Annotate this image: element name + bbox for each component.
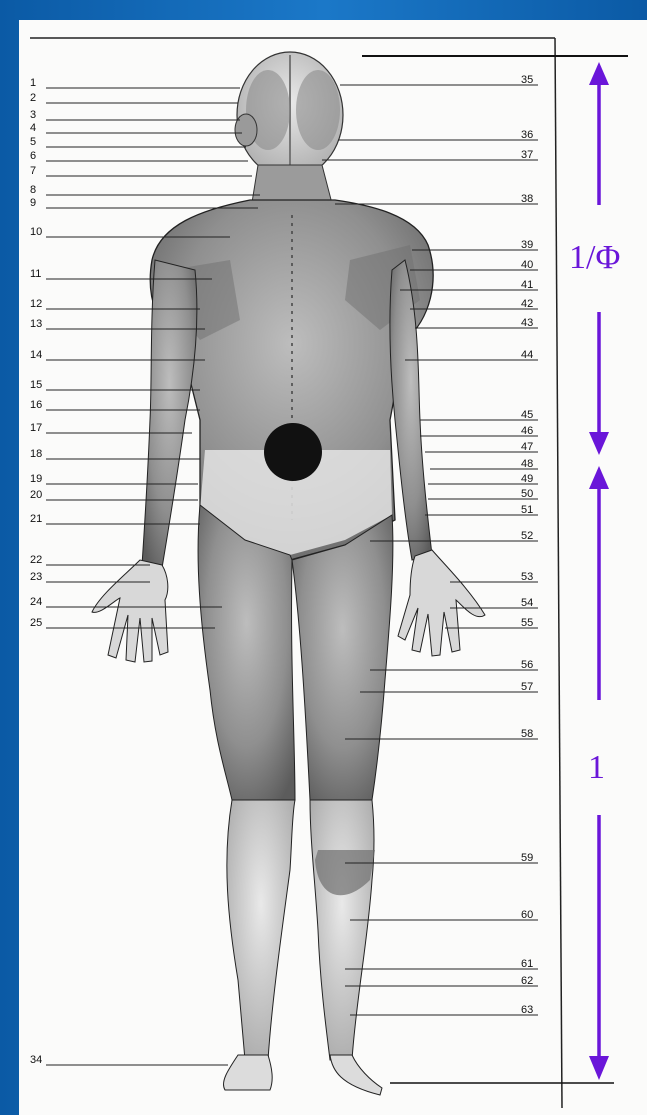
sheet-right-border xyxy=(555,38,562,1108)
label-61: 61 xyxy=(521,958,533,970)
label-38: 38 xyxy=(521,193,533,205)
label-8: 8 xyxy=(30,184,36,196)
label-1: 1 xyxy=(30,77,36,89)
label-25: 25 xyxy=(30,617,42,629)
label-54: 54 xyxy=(521,597,533,609)
golden-ratio-annotation: 1/Φ 1 xyxy=(569,62,620,1080)
label-57: 57 xyxy=(521,681,533,693)
label-62: 62 xyxy=(521,975,533,987)
upper-arrow-up-head xyxy=(589,62,609,85)
upper-arrow-down-head xyxy=(589,432,609,455)
label-45: 45 xyxy=(521,409,533,421)
label-6: 6 xyxy=(30,150,36,162)
label-14: 14 xyxy=(30,349,42,361)
label-58: 58 xyxy=(521,728,533,740)
label-49: 49 xyxy=(521,473,533,485)
label-24: 24 xyxy=(30,596,42,608)
label-40: 40 xyxy=(521,259,533,271)
label-43: 43 xyxy=(521,317,533,329)
label-44: 44 xyxy=(521,349,533,361)
label-53: 53 xyxy=(521,571,533,583)
lower-arrow-down-head xyxy=(589,1056,609,1080)
label-46: 46 xyxy=(521,425,533,437)
label-59: 59 xyxy=(521,852,533,864)
label-13: 13 xyxy=(30,318,42,330)
label-36: 36 xyxy=(521,129,533,141)
label-60: 60 xyxy=(521,909,533,921)
label-34: 34 xyxy=(30,1054,42,1066)
label-39: 39 xyxy=(521,239,533,251)
navel-height-dot xyxy=(264,423,322,481)
label-51: 51 xyxy=(521,504,533,516)
label-47: 47 xyxy=(521,441,533,453)
ratio-upper-label: 1/Φ xyxy=(569,239,620,276)
label-18: 18 xyxy=(30,448,42,460)
label-23: 23 xyxy=(30,571,42,583)
label-35: 35 xyxy=(521,74,533,86)
label-42: 42 xyxy=(521,298,533,310)
label-12: 12 xyxy=(30,298,42,310)
label-22: 22 xyxy=(30,554,42,566)
label-3: 3 xyxy=(30,109,36,121)
label-11: 11 xyxy=(30,268,41,280)
label-50: 50 xyxy=(521,488,533,500)
label-52: 52 xyxy=(521,530,533,542)
label-5: 5 xyxy=(30,136,36,148)
label-41: 41 xyxy=(521,279,533,291)
label-17: 17 xyxy=(30,422,42,434)
label-19: 19 xyxy=(30,473,42,485)
label-63: 63 xyxy=(521,1004,533,1016)
label-21: 21 xyxy=(30,513,42,525)
lower-arrow-up-head xyxy=(589,466,609,489)
label-48: 48 xyxy=(521,458,533,470)
label-15: 15 xyxy=(30,379,42,391)
label-2: 2 xyxy=(30,92,36,104)
label-7: 7 xyxy=(30,165,36,177)
label-16: 16 xyxy=(30,399,42,411)
label-10: 10 xyxy=(30,226,42,238)
label-4: 4 xyxy=(30,122,36,134)
label-56: 56 xyxy=(521,659,533,671)
label-37: 37 xyxy=(521,149,533,161)
label-20: 20 xyxy=(30,489,42,501)
ratio-lower-label: 1 xyxy=(588,749,605,786)
label-9: 9 xyxy=(30,197,36,209)
label-55: 55 xyxy=(521,617,533,629)
